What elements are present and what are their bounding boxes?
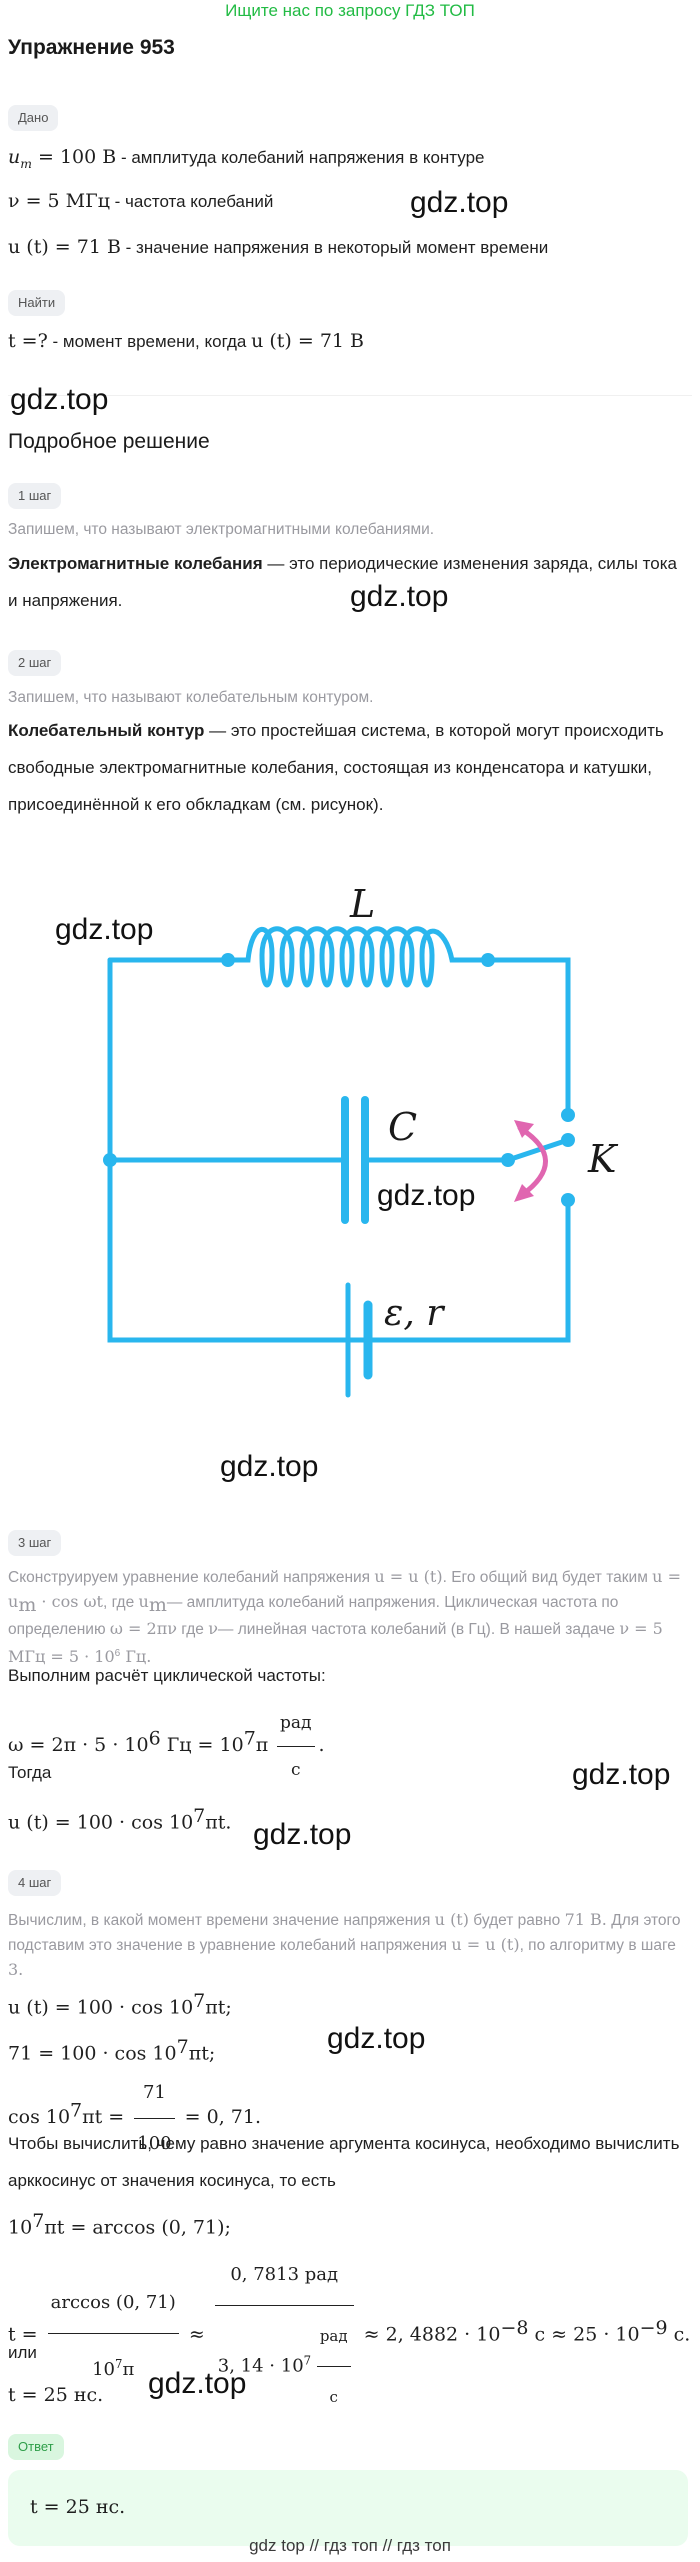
answer-badge: Ответ — [8, 2434, 64, 2460]
step3-badge: 3 шаг — [8, 1530, 62, 1556]
watermark: gdz.top — [55, 913, 153, 946]
step1-definition: Электромагнитные колебания — это периоди… — [8, 554, 677, 610]
step2-intro: Запишем, что называют колебательным конт… — [8, 689, 374, 706]
junction-dot — [103, 1153, 117, 1167]
watermark: gdz.top — [377, 1179, 475, 1212]
step4-intro: Вычислим, в какой момент времени значени… — [8, 1910, 681, 1979]
wire — [485, 957, 571, 1113]
watermark: gdz.top — [253, 1818, 352, 1851]
step3-intro: Сконструируем уравнение колебаний напряж… — [8, 1567, 681, 1667]
watermark: gdz.top — [350, 580, 449, 613]
given-item: u (t) = 71 В - значение напряжения в нек… — [8, 236, 549, 258]
given-badge: Дано — [8, 105, 59, 131]
switch-label: K — [587, 1137, 619, 1181]
junction-dot — [221, 953, 235, 967]
answer-box — [8, 2470, 688, 2546]
step4-eq-b: 71 = 100 · cos 107πt; — [8, 2036, 216, 2065]
watermark: gdz.top — [148, 2367, 247, 2400]
step2-definition: Колебательный контур — это простейшая си… — [8, 721, 664, 814]
battery-label: ε, r — [384, 1293, 445, 1334]
junction-dot — [481, 953, 495, 967]
top-banner: Ищите нас по запросу ГДЗ ТОП — [225, 1, 475, 20]
capacitor-label: C — [388, 1105, 417, 1149]
given-item: um = 100 В - амплитуда колебаний напряже… — [8, 146, 485, 171]
switch-contact-dot — [561, 1108, 575, 1122]
step4-badge: 4 шаг — [8, 1870, 62, 1896]
step4-eq-d: 107πt = arccos (0, 71); — [8, 2210, 231, 2239]
switch-arrow — [517, 1125, 548, 1198]
step1-intro: Запишем, что называют электромагнитными … — [8, 521, 435, 538]
answer-value: t = 25 нс. — [30, 2496, 126, 2518]
watermark: gdz.top — [572, 1758, 671, 1791]
find-badge: Найти — [8, 290, 66, 316]
switch-lever — [505, 1137, 571, 1163]
switch-pivot-dot — [501, 1153, 515, 1167]
find-item: t =? - момент времени, когда u (t) = 71 … — [8, 330, 365, 352]
watermark: gdz.top — [327, 2022, 426, 2055]
step3-calc-text: Выполним расчёт циклической частоты: — [8, 1666, 326, 1685]
step3-eq2: u (t) = 100 · cos 107πt. — [8, 1805, 232, 1834]
arrow-head — [514, 1120, 534, 1138]
lc-circuit-diagram: L C K ε, r gdz.top gdz.top — [55, 882, 619, 1398]
watermark: gdz.top — [220, 1450, 319, 1483]
watermark: gdz.top — [10, 383, 109, 416]
solution-title: Подробное решение — [8, 430, 210, 453]
divider — [8, 395, 692, 396]
step4-eq-f: t = 25 нс. — [8, 2384, 104, 2406]
watermark: gdz.top — [410, 186, 509, 219]
step3-then: Тогда — [8, 1763, 52, 1782]
arrow-head — [514, 1184, 534, 1202]
page-title: Упражнение 953 — [8, 36, 175, 59]
inductor-coil — [225, 926, 491, 988]
inductor-label: L — [349, 882, 375, 926]
given-item: ν = 5 МГц - частота колебаний — [8, 190, 274, 212]
switch-contact-dot — [561, 1133, 575, 1147]
step4-eq-a: u (t) = 100 · cos 107πt; — [8, 1990, 232, 2019]
wire — [107, 957, 571, 1343]
switch-contact-dot — [561, 1193, 575, 1207]
footer-links[interactable]: gdz top // гдз топ // гдз топ — [249, 2536, 451, 2555]
step4-arccos-text: Чтобы вычислить, чему равно значение арг… — [8, 2134, 680, 2190]
step1-badge: 1 шаг — [8, 483, 62, 509]
step2-badge: 2 шаг — [8, 650, 62, 676]
step4-or: или — [8, 2343, 37, 2362]
